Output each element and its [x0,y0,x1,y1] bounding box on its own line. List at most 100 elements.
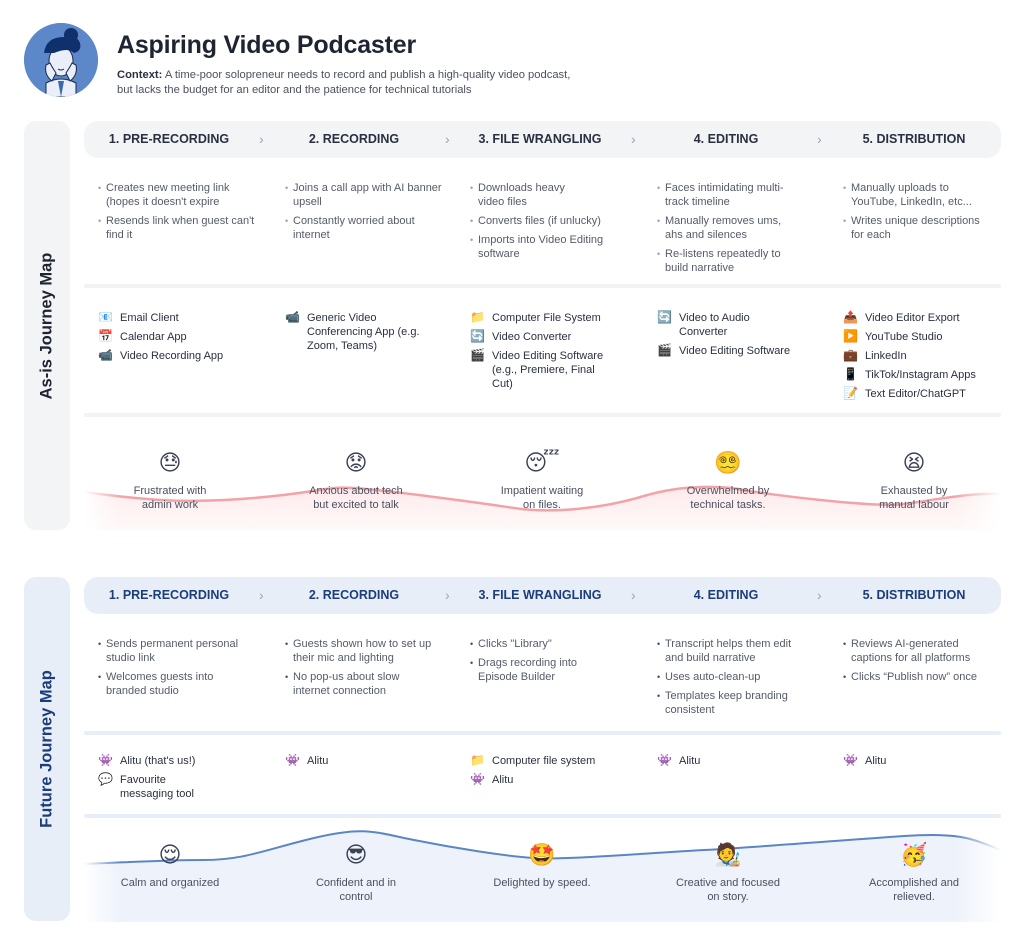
asis-emotion-3: 😴 Impatient waiting on files. [467,450,617,512]
action-item: Uses auto-clean-up [657,670,807,684]
asis-tools-col-3: 📁Computer File System 🔄Video Converter 🎬… [470,310,620,396]
tool-item: 🔄 Video Converter [470,329,620,344]
tool-label: Favourite messaging tool [120,774,194,800]
tool-item: 🔄 Video to Audio Converter [657,310,807,339]
tool-item: 📱TikTok/Instagram Apps [843,367,993,382]
alien-monster-icon: 👾 [470,772,485,786]
emotion-curve-graphic [84,820,1001,922]
future-stage-5: 5. DISTRIBUTION [862,588,966,602]
persona-avatar [24,23,98,97]
party-face-icon: 🥳 [900,842,928,867]
section-divider [84,731,1001,735]
sleeping-face-icon: 😴 [524,450,560,475]
tool-label: Alitu (that's us!) [120,755,196,767]
future-actions-col-5: Reviews AI-generated captions for all pl… [843,637,993,689]
future-emotion-curve: 😌 Calm and organized 😎 Confident and in … [84,820,1001,922]
tool-item: 📹 Video Recording App [98,348,258,363]
future-tools-col-3: 📁 Computer file system 👾 Alitu [470,753,630,792]
alien-monster-icon: 👾 [657,753,672,767]
tool-label: Video Editing Software (e.g., Premiere, … [492,350,604,390]
asis-emotion-4: 😵‍💫 Overwhelmed by technical tasks. [653,450,803,512]
future-actions-col-4: Transcript helps them edit and build nar… [657,637,807,722]
calendar-icon: 📅 [98,329,113,343]
tool-label: Video to Audio Converter [679,312,750,338]
chevron-right-icon: › [259,587,264,603]
chevron-right-icon: › [259,131,264,147]
future-emotion-4: 🧑‍🎨 Creative and focused on story. [653,842,803,904]
convert-icon: 🔄 [470,329,485,343]
asis-actions-col-5: Manually uploads to YouTube, LinkedIn, e… [843,181,983,247]
future-emotion-1: 😌 Calm and organized [95,842,245,890]
context-text: A time-poor solopreneur needs to record … [117,69,571,96]
asis-stage-1: 1. PRE-RECORDING [108,132,230,146]
emotion-label: Confident and in control [315,877,397,903]
emotion-label: Exhausted by manual labour [879,485,949,511]
future-stage-2: 2. RECORDING [308,588,400,602]
asis-tools-col-2: 📹Generic Video Conferencing App (e.g. Zo… [285,310,435,358]
tool-label: TikTok/Instagram Apps [865,369,976,381]
folder-icon: 📁 [470,753,485,767]
tool-item: 👾Alitu (that's us!) [98,753,228,768]
chevron-right-icon: › [445,131,450,147]
action-item: Joins a call app with AI banner upsell [285,181,445,209]
chevron-right-icon: › [817,131,822,147]
tool-item: 👾Alitu [285,753,445,768]
action-item: Creates new meeting link (hopes it doesn… [98,181,258,209]
alien-monster-icon: 👾 [285,753,300,767]
video-camera-icon: 📹 [285,310,300,324]
future-tools-col-1: 👾Alitu (that's us!) 💬Favourite messaging… [98,753,228,806]
emotion-label: Calm and organized [120,877,220,889]
action-item: Templates keep branding consistent [657,689,807,717]
persona-context: Context: A time-poor solopreneur needs t… [117,68,577,97]
tired-face-icon: 😫 [902,450,926,475]
action-item: Constantly worried about internet [285,214,445,242]
asis-label-text: As-is Journey Map [37,252,56,399]
export-icon: 📤 [843,310,858,324]
tool-item: 📹Generic Video Conferencing App (e.g. Zo… [285,310,435,353]
tool-label: Text Editor/ChatGPT [865,388,966,400]
page-title: Aspiring Video Podcaster [117,31,416,59]
asis-actions-col-4: Faces intimidating multi-track timeline … [657,181,797,280]
chevron-right-icon: › [817,587,822,603]
emotion-label: Impatient waiting on files. [500,485,584,511]
tool-item: 🎬Video Editing Software [657,343,807,358]
future-stage-bar: 1. PRE-RECORDING › 2. RECORDING › 3. FIL… [84,577,1001,614]
clapperboard-icon: 🎬 [470,348,485,362]
asis-emotion-2: 😟 Anxious about tech but excited to talk [281,450,431,512]
asis-tools-col-1: 📧Email Client 📅 Calendar App 📹 Video Recor… [98,310,258,368]
tool-item: 👾Alitu [657,753,817,768]
emotion-label: Overwhelmed by technical tasks. [686,485,770,511]
action-item: Faces intimidating multi-track timeline [657,181,797,209]
future-label-text: Future Journey Map [37,670,56,828]
emotion-label: Creative and focused on story. [676,877,780,903]
convert-icon: 🔄 [657,310,672,324]
spiral-eyes-face-icon: 😵‍💫 [714,450,742,475]
action-item: Writes unique descriptions for each [843,214,983,242]
asis-actions-col-3: Downloads heavy video files Converts fil… [470,181,615,266]
downcast-sweat-face-icon: 😓 [158,450,182,475]
tool-label: Computer file system [492,755,596,767]
tool-label: Video Recording App [120,350,224,362]
asis-tools-col-4: 🔄 Video to Audio Converter 🎬Video Editing… [657,310,807,363]
worried-face-icon: 😟 [344,450,368,475]
emotion-label: Delighted by speed. [493,877,591,889]
chevron-right-icon: › [631,131,636,147]
tool-item: 📧Email Client [98,310,258,325]
clapperboard-icon: 🎬 [657,343,672,357]
tool-label: Alitu [492,774,514,786]
action-item: Transcript helps them edit and build nar… [657,637,807,665]
action-item: No pop-us about slow internet connection [285,670,435,698]
asis-stage-3: 3. FILE WRANGLING [478,132,602,146]
tool-item: 📁 Computer file system [470,753,630,768]
artist-icon: 🧑‍🎨 [714,842,742,867]
action-item: Imports into Video Editing software [470,233,615,261]
tool-item: 👾Alitu [843,753,1003,768]
video-camera-icon: 📹 [98,348,113,362]
tool-label: Video Editor Export [865,312,960,324]
section-divider [84,284,1001,288]
tool-label: Video Converter [492,331,572,343]
action-item: Converts files (if unlucky) [470,214,615,228]
tool-label: Calendar App [120,331,187,343]
action-item: Manually uploads to YouTube, LinkedIn, e… [843,181,983,209]
folder-icon: 📁 [470,310,485,324]
